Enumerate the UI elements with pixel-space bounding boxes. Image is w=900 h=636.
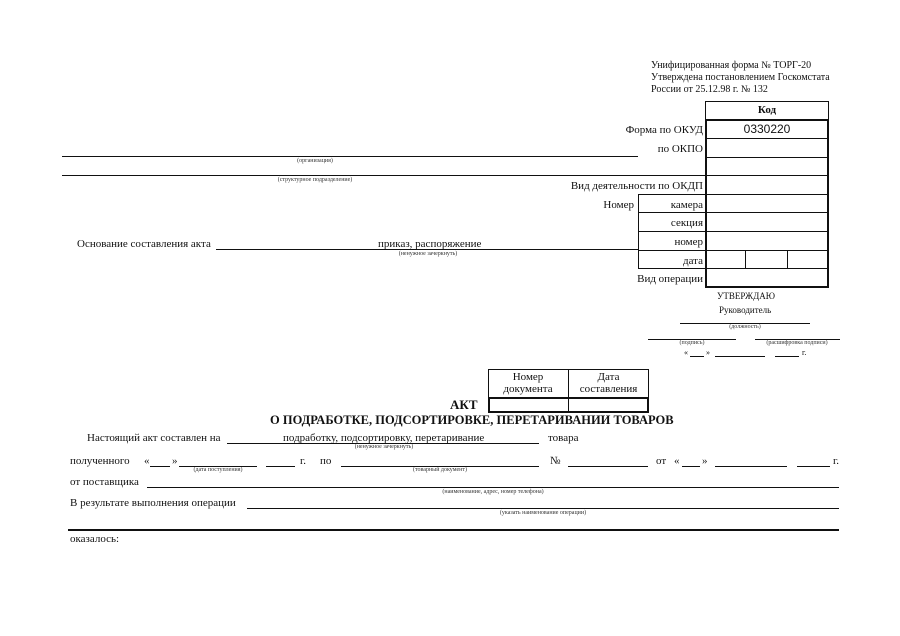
kamera-label: камера [670, 199, 703, 211]
approve-title: УТВЕРЖДАЮ [717, 291, 776, 301]
basis-hint: (ненужное зачеркнуть) [398, 251, 458, 257]
composed-hint: (ненужное зачеркнуть) [354, 444, 414, 450]
received-year-suffix: г. [300, 455, 307, 467]
approve-quote-open: « [684, 348, 688, 357]
approve-role: Руководитель [719, 305, 772, 315]
position-hint: (должность) [729, 324, 761, 330]
composed-value: подработку, подсортировку, перетаривание [283, 432, 485, 444]
organization-line[interactable] [62, 156, 638, 157]
doc-number-header: Номер документа [503, 371, 553, 395]
supplier-line[interactable] [147, 487, 839, 488]
supplier-label: от поставщика [70, 476, 139, 488]
received-day-line[interactable] [150, 466, 170, 467]
doc-subtitle: О ПОДРАБОТКЕ, ПОДСОРТИРОВКЕ, ПЕРЕТАРИВАН… [270, 413, 674, 427]
received-quote-close: » [172, 455, 178, 467]
organization-hint: (организация) [297, 158, 333, 164]
position-line[interactable] [680, 323, 810, 324]
approve-quote-close: » [706, 348, 710, 357]
ot-day-line[interactable] [682, 466, 700, 467]
received-month-line[interactable] [179, 466, 257, 467]
goods-doc-hint: (товарный документ) [412, 467, 468, 473]
result-hint: (указать наименование операции) [499, 510, 587, 516]
ot-quote-close: » [702, 455, 708, 467]
form-header-line1: Унифицированная форма № ТОРГ-20 [651, 60, 812, 71]
received-quote-open: « [144, 455, 150, 467]
signature-hint: (подпись) [679, 340, 705, 346]
operation-label: Вид операции [637, 273, 703, 285]
okdp-label: Вид деятельности по ОКДП [570, 180, 703, 192]
doc-title: АКТ [450, 397, 478, 412]
doc-number-line[interactable] [568, 466, 648, 467]
ot-year-line[interactable] [797, 466, 830, 467]
form-header-line2: Утверждена постановлением Госкомстата [651, 72, 830, 83]
nomer-group-label: Номер [603, 199, 634, 211]
data-label: дата [682, 255, 703, 267]
received-label: полученного [70, 455, 130, 467]
code-header: Код [757, 104, 777, 116]
okpo-label: по ОКПО [657, 143, 703, 155]
signature-line[interactable] [648, 339, 736, 340]
goods-label: товара [548, 432, 579, 444]
approve-month-line[interactable] [715, 356, 765, 357]
approve-year-suffix: г. [802, 348, 807, 357]
ot-label: от [656, 455, 667, 467]
sekciya-label: секция [670, 217, 703, 229]
decode-hint: (расшифровка подписи) [766, 340, 828, 346]
decode-line[interactable] [755, 339, 840, 340]
goods-doc-line[interactable] [341, 466, 539, 467]
found-label: оказалось: [70, 533, 120, 545]
approve-year-line[interactable] [775, 356, 799, 357]
form-header-line3: России от 25.12.98 г. № 132 [651, 84, 768, 95]
okud-label: Форма по ОКУД [625, 124, 703, 136]
received-year-line[interactable] [266, 466, 295, 467]
approve-day-line[interactable] [690, 356, 704, 357]
ot-month-line[interactable] [715, 466, 787, 467]
basis-label: Основание составления акта [77, 238, 211, 250]
number-sign: № [550, 455, 561, 467]
nomer-label: номер [674, 236, 703, 248]
ot-year-suffix: г. [833, 455, 840, 467]
doc-values-row[interactable] [488, 397, 649, 413]
supplier-hint: (наименование, адрес, номер телефона) [442, 489, 544, 495]
result-line[interactable] [247, 508, 839, 509]
result-label: В результате выполнения операции [70, 497, 236, 509]
doc-date-header: Дата составления [579, 371, 638, 395]
okud-code-value[interactable]: 0330220 [743, 122, 791, 136]
basis-value: приказ, распоряжение [378, 238, 482, 250]
department-hint: (структурное подразделение) [277, 177, 353, 183]
ot-quote-open: « [674, 455, 680, 467]
receipt-date-hint: (дата поступления) [193, 467, 243, 473]
code-column [705, 119, 829, 288]
result-continuation-line[interactable] [68, 529, 839, 531]
composed-label: Настоящий акт составлен на [87, 432, 221, 444]
po-label: по [320, 455, 332, 467]
basis-line[interactable] [216, 249, 638, 250]
composed-line[interactable] [227, 443, 539, 444]
department-line[interactable] [62, 175, 705, 176]
